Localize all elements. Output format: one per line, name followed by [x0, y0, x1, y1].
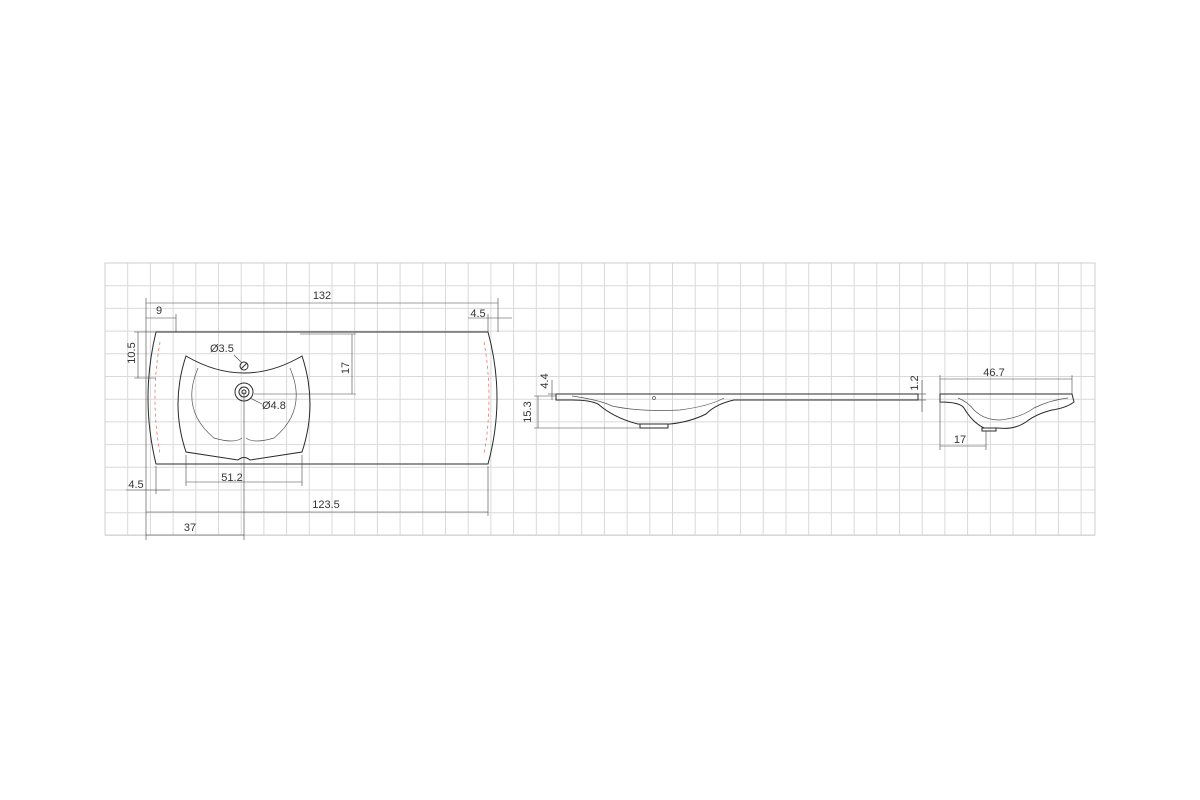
- dim-4-5-bottom-label: 4.5: [128, 479, 143, 491]
- tap-hole-mark: [240, 362, 248, 370]
- front-view-basin-line: [571, 395, 725, 411]
- dim-132-label: 132: [313, 290, 331, 302]
- drain-leader: [249, 397, 263, 405]
- tap-hole-leader: [233, 354, 243, 364]
- top-view: 132 9 4.5 10.5 Ø3.5 Ø4.8 17 51.2 4.5: [126, 290, 512, 540]
- side-view-drain: [981, 427, 997, 432]
- basin-inner-right: [245, 367, 297, 442]
- right-hidden-edge: [483, 341, 490, 455]
- dim-4-5-top-label: 4.5: [470, 308, 485, 320]
- left-hidden-edge: [154, 341, 161, 455]
- drain-diameter-label: Ø4.8: [262, 400, 286, 412]
- tap-hole-diameter-label: Ø3.5: [210, 343, 234, 355]
- front-view-tap: [652, 396, 656, 400]
- dim-17-top-label: 17: [340, 362, 352, 374]
- front-view-outline: [555, 393, 919, 425]
- dim-17-side-label: 17: [954, 434, 966, 446]
- dim-1-2-label: 1.2: [909, 375, 921, 390]
- side-view-inner-line: [957, 397, 1069, 421]
- dim-123-5-label: 123.5: [312, 499, 340, 511]
- dim-51-2-label: 51.2: [221, 472, 242, 484]
- basin-outline: [177, 355, 311, 461]
- dim-10-5-label: 10.5: [126, 342, 138, 363]
- basin-inner-left: [191, 367, 243, 442]
- grid-border: [104, 262, 1096, 536]
- front-view-drain: [639, 423, 669, 429]
- dim-46-7-label: 46.7: [983, 367, 1004, 379]
- top-view-outline: [147, 331, 498, 465]
- tap-hole: [239, 361, 249, 371]
- front-view: 4.4 15.3 1.2: [522, 373, 926, 429]
- dim-4-4-label: 4.4: [539, 373, 551, 388]
- dim-9-label: 9: [156, 305, 162, 317]
- side-view-outline: [939, 393, 1075, 429]
- dim-15-3-label: 15.3: [522, 401, 534, 422]
- dim-37-label: 37: [184, 522, 196, 534]
- grid-background: [104, 262, 1095, 536]
- side-view: 46.7 17: [939, 367, 1075, 450]
